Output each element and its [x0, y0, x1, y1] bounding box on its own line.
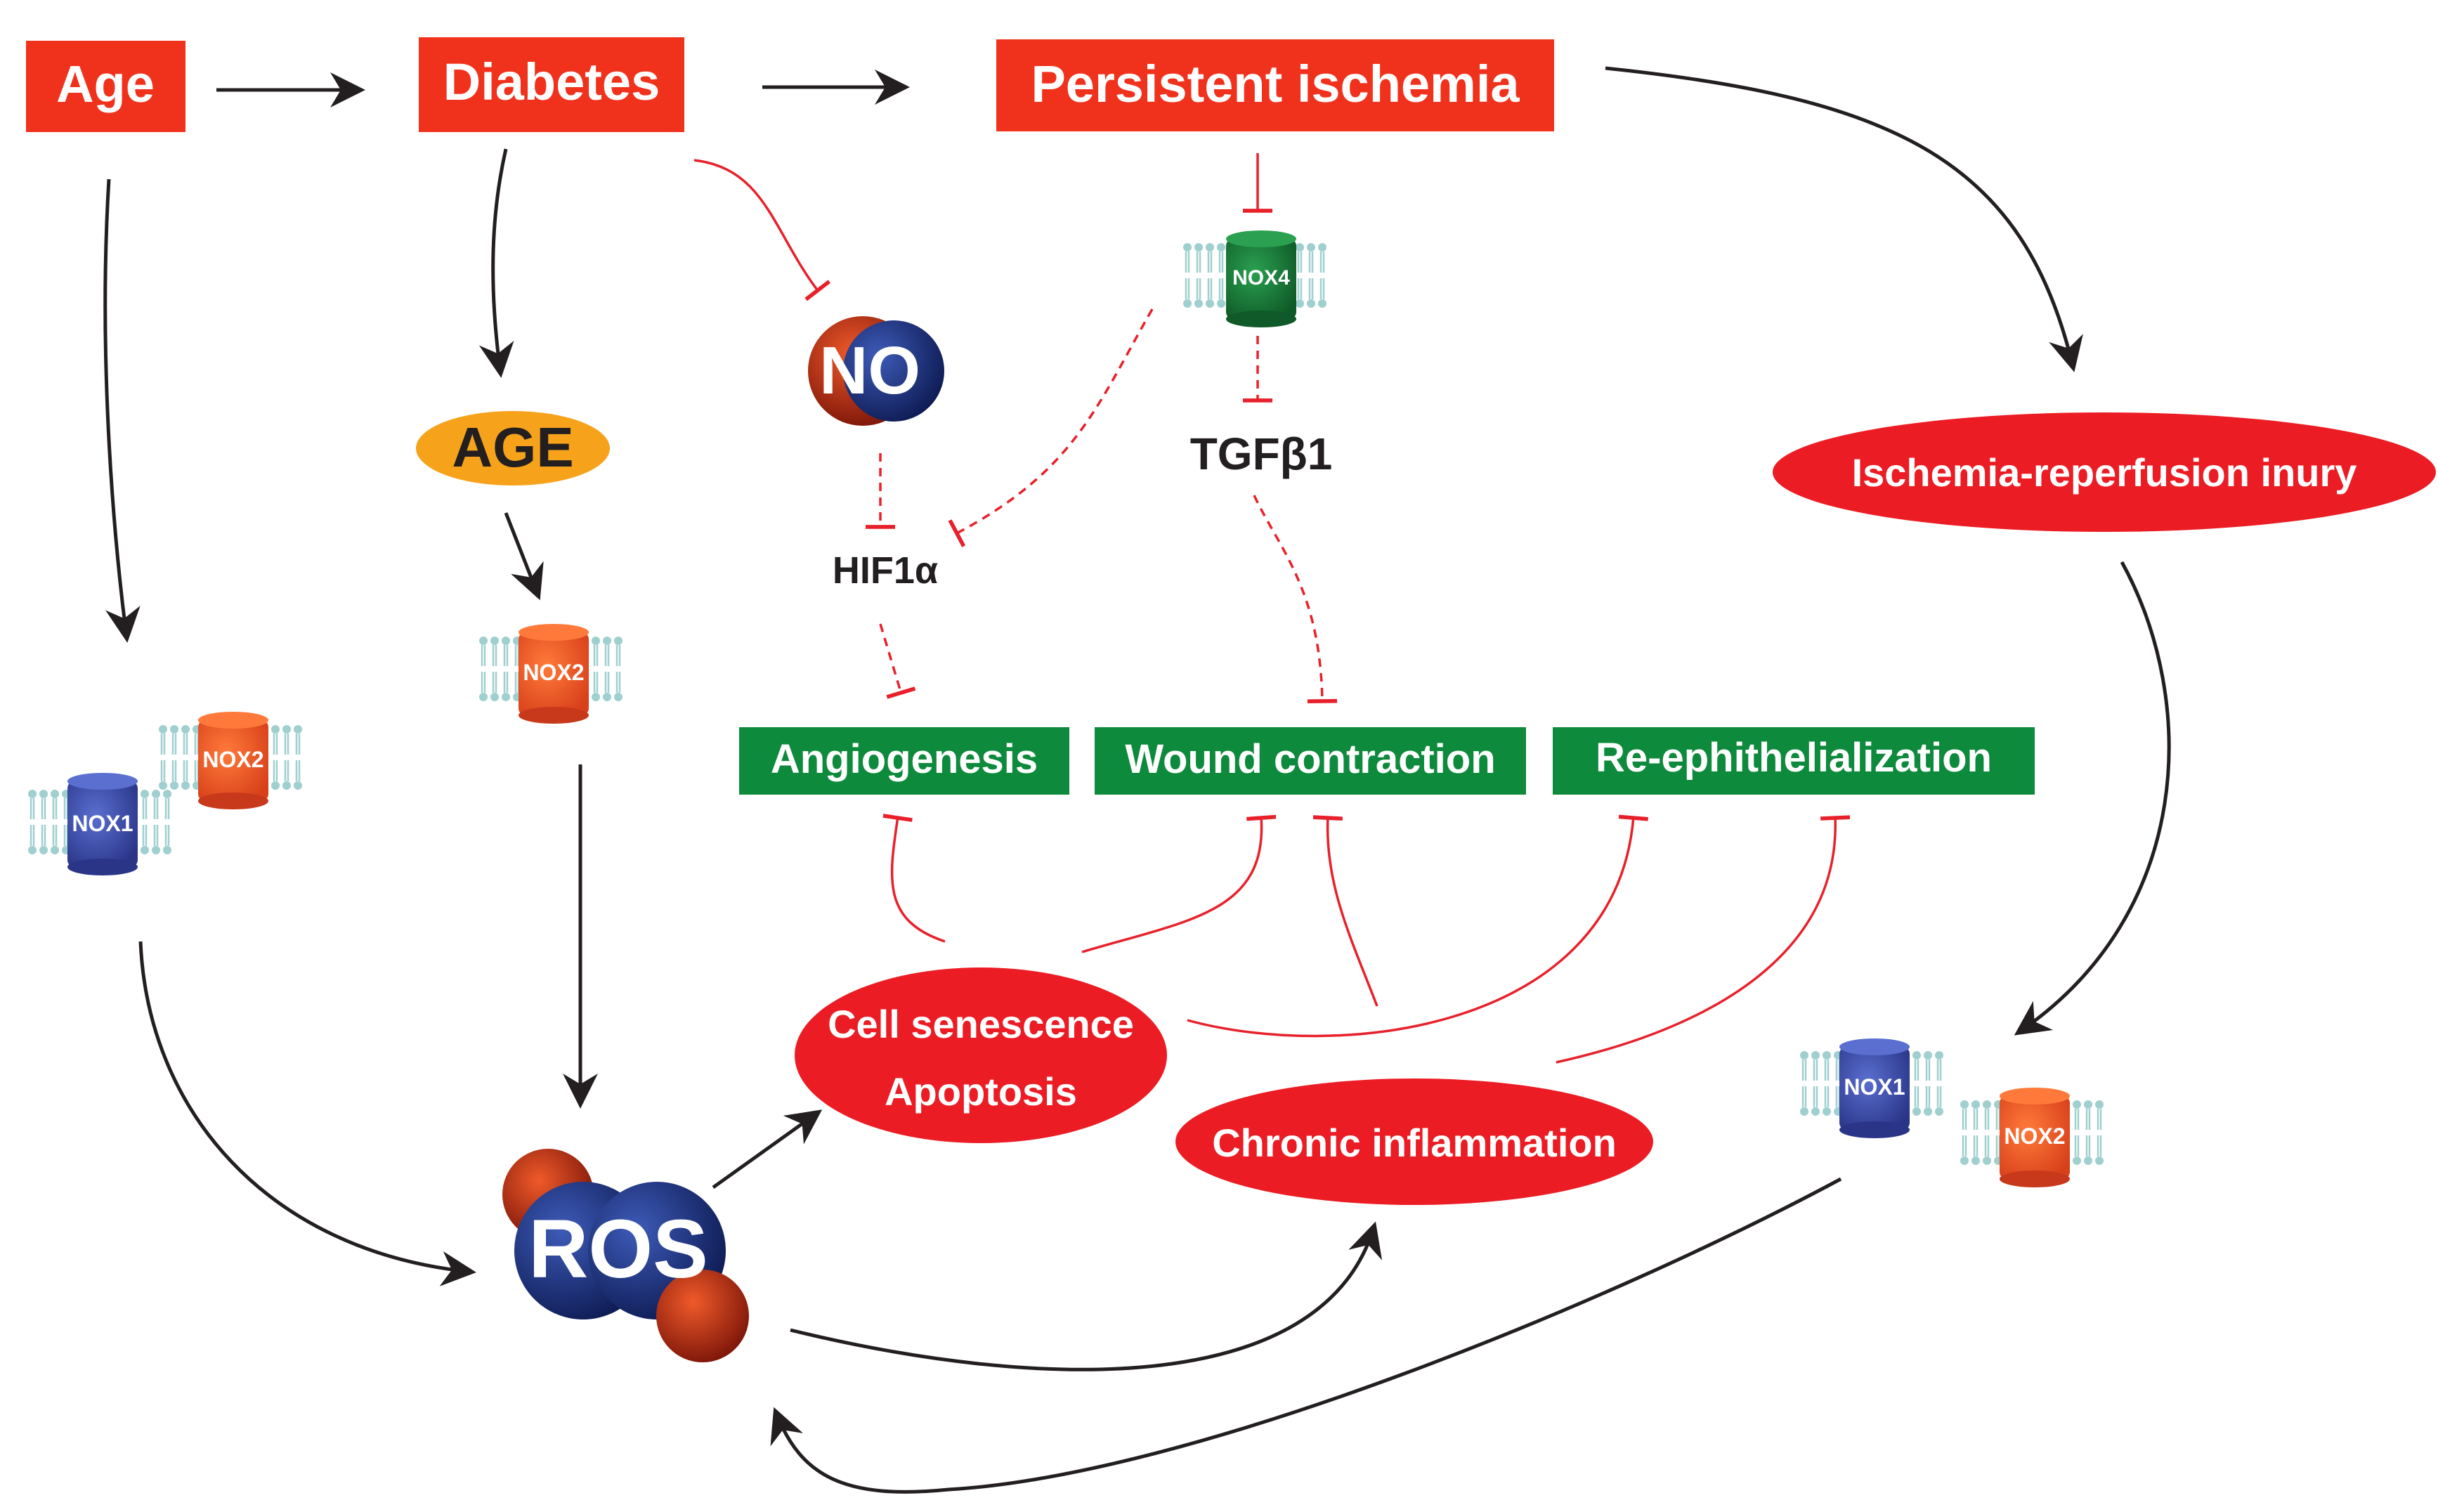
persistent-ischemia-box: Persistent ischemia: [996, 39, 1554, 131]
re-ephithelialization-label: Re-ephithelialization: [1596, 735, 1992, 781]
re-ephithelialization-box: Re-ephithelialization: [1553, 727, 2035, 795]
persistent-ischemia-label: Persistent ischemia: [1031, 55, 1520, 113]
nox2-label-age: NOX2: [523, 660, 584, 685]
apoptosis-label: Apoptosis: [885, 1069, 1077, 1114]
diabetes-box: Diabetes: [419, 37, 684, 132]
ischemia-reperfusion-ellipse: Ischemia-reperfusion inury: [1773, 412, 2436, 532]
arrow-age-down: [103, 178, 141, 643]
inhibit-senescence-angiogenesis: [882, 814, 946, 943]
arrow-age-product-to-nox2: [504, 512, 544, 601]
inhibit-senescence-wound: [1081, 814, 1277, 953]
diabetes-box-label: Diabetes: [443, 53, 660, 111]
nox1-label-right: NOX1: [1844, 1074, 1905, 1100]
arrow-nox-left-to-ros: [138, 941, 476, 1286]
age-box-label: Age: [56, 55, 155, 113]
no-molecule: NO: [808, 316, 944, 426]
arrow-ros-to-senescence: [712, 1109, 823, 1190]
angiogenesis-label: Angiogenesis: [771, 736, 1038, 782]
arrow-reperfusion-to-nox: [2014, 561, 2171, 1036]
nox1-channel-right: NOX1: [1800, 1038, 1943, 1138]
tgfb1-label: TGFβ1: [1190, 429, 1333, 479]
ros-molecule: ROS: [502, 1149, 749, 1362]
nox1-label-left: NOX1: [72, 811, 133, 836]
inhibit-tgfb1-wound: [1253, 495, 1338, 703]
inhibit-senescence-reepith: [1187, 814, 1648, 1038]
chronic-inflammation-label: Chronic inflammation: [1212, 1121, 1617, 1165]
nox2-label-left: NOX2: [202, 747, 263, 772]
age-product-label: AGE: [452, 416, 573, 478]
hif1a-label: HIF1α: [833, 549, 938, 592]
nox4-label: NOX4: [1232, 266, 1290, 289]
arrow-ros-to-inflammation: [790, 1221, 1382, 1371]
inhibit-inflammation-reepith: [1556, 815, 1851, 1064]
nox-cluster-left: NOX2 NOX1: [28, 712, 302, 875]
inhibit-nox4-hif1a: [948, 308, 1154, 547]
inhibition-lines: [693, 153, 1851, 1064]
senescence-ellipse: Cell senescence Apoptosis: [795, 967, 1167, 1143]
no-label: NO: [819, 333, 920, 408]
black-arrows: [103, 66, 2171, 1494]
nox2-channel-left: NOX2: [159, 712, 302, 809]
ros-label: ROS: [528, 1203, 708, 1296]
age-product: AGE: [416, 411, 610, 485]
arrow-diabetes-to-age-product: [478, 148, 514, 378]
angiogenesis-box: Angiogenesis: [739, 727, 1069, 795]
inhibit-hif1a-angiogenesis: [879, 623, 916, 699]
nox2-channel-age: NOX2: [479, 624, 622, 724]
cell-senescence-label: Cell senescence: [828, 1002, 1134, 1046]
nox4-channel: NOX4: [1183, 230, 1326, 327]
chronic-inflammation-ellipse: Chronic inflammation: [1175, 1078, 1653, 1205]
arrow-ischemia-to-reperfusion: [1605, 66, 2083, 372]
nox2-label-right: NOX2: [2004, 1123, 2065, 1149]
wound-contraction-label: Wound contraction: [1125, 736, 1495, 782]
nox1-channel-left: NOX1: [28, 773, 171, 875]
arrow-nox-right-to-ros: [770, 1177, 1842, 1494]
inhibit-inflammation-wound: [1312, 815, 1378, 1007]
inhibit-diabetes-no: [693, 159, 831, 301]
nox-cluster-right: NOX1 NOX2: [1800, 1038, 2104, 1187]
wound-contraction-box: Wound contraction: [1095, 727, 1526, 795]
ischemia-reperfusion-label: Ischemia-reperfusion inury: [1852, 450, 2357, 495]
nox2-channel-right: NOX2: [1960, 1088, 2104, 1187]
age-box: Age: [26, 41, 185, 132]
